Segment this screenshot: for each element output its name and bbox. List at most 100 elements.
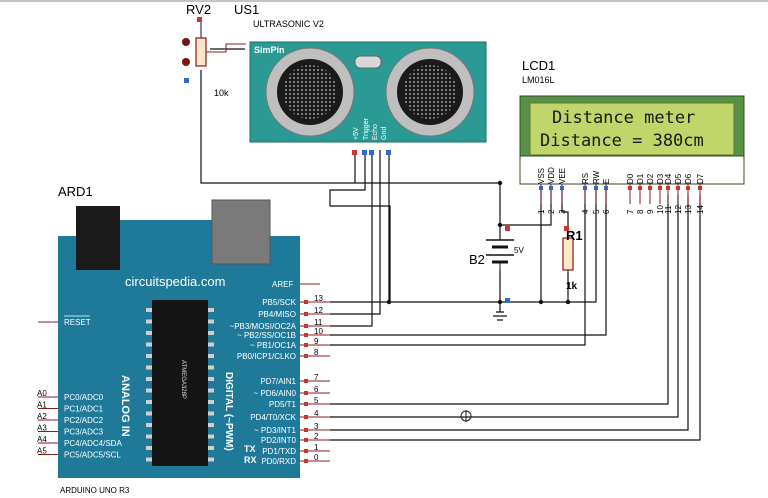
digital-pin-number: 5 xyxy=(314,396,319,405)
chip-label: ATMEGA328P xyxy=(180,360,186,399)
analog-pin-name: PC3/ADC3 xyxy=(64,428,104,437)
reset-label: RESET xyxy=(64,318,91,327)
chip-leg xyxy=(146,308,152,312)
ard-ref: ARD1 xyxy=(58,184,93,199)
pin-state-marker xyxy=(304,438,308,442)
pin-state-marker xyxy=(304,391,308,395)
usb-port xyxy=(76,206,120,270)
digital-pin-name: PD4/T0/XCK xyxy=(250,413,296,422)
digital-pin-name: PD2/INT0 xyxy=(261,436,297,445)
resistor-r1[interactable]: R1 1k xyxy=(562,226,583,292)
pin-state-marker xyxy=(304,459,308,463)
chip-leg xyxy=(208,434,214,439)
battery-value: 5V xyxy=(514,246,524,255)
chip-leg xyxy=(208,377,214,381)
lcd-display[interactable]: LCD1 LM016L Distance meter Distance = 38… xyxy=(519,58,745,214)
pin-state-marker xyxy=(628,186,632,190)
lcd-pin-number: 8 xyxy=(636,209,645,214)
analog-pin-number: A5 xyxy=(37,447,47,456)
chip-leg xyxy=(208,354,214,358)
rv2-potentiometer[interactable]: RV2 10k xyxy=(182,2,246,98)
r1-ref: R1 xyxy=(566,228,583,243)
digital-pin-number: 11 xyxy=(314,318,323,327)
lcd-pin-name: D4 xyxy=(664,173,673,184)
digital-pin-name: PD0/RXD xyxy=(261,457,296,466)
battery[interactable]: B2 5V xyxy=(469,226,524,303)
analog-pin-name: PC0/ADC0 xyxy=(64,393,104,402)
lcd-pin-number: 11 xyxy=(664,205,673,214)
wires xyxy=(200,48,701,441)
chip-leg xyxy=(146,331,152,335)
lcd-pin-number: 6 xyxy=(602,209,611,214)
digital-pin-name: PB4/MISO xyxy=(258,310,296,319)
digital-pin-name: ~ PB2/SS/OC1B xyxy=(237,331,296,340)
pin-state-marker xyxy=(549,186,553,190)
lcd-pin-name: VEE xyxy=(558,168,567,184)
digital-pin-number: 8 xyxy=(314,348,319,357)
digital-pin-number: 2 xyxy=(314,432,319,441)
analog-title: ANALOG IN xyxy=(119,375,131,437)
pin-state-marker xyxy=(304,402,308,406)
digital-pin-number: 6 xyxy=(314,385,319,394)
chip-legs xyxy=(146,308,214,462)
pin-state-marker xyxy=(304,449,308,453)
pin-state-marker xyxy=(304,379,308,383)
digital-pin-number: 7 xyxy=(314,373,319,382)
chip-leg xyxy=(146,411,152,416)
chip-leg xyxy=(146,400,152,404)
pin-state-marker xyxy=(666,186,670,190)
arduino-uno[interactable]: ARD1 circuitspedia.com ATMEGA328P ANALOG… xyxy=(37,184,330,495)
lcd-pin-number: 13 xyxy=(684,205,693,214)
digital-pin-number: 12 xyxy=(314,306,323,315)
digital-pin-name: PD5/T1 xyxy=(269,400,297,409)
digital-pin-name: ~ PB1/OC1A xyxy=(250,341,297,350)
us-pin-vcc: +5V xyxy=(353,127,360,140)
ultrasonic-sensor[interactable]: US1 ULTRASONIC V2 SimPin +5V Trigger Ech… xyxy=(234,2,487,155)
lcd-pin-number: 1 xyxy=(537,209,546,214)
pin-state-marker xyxy=(638,186,642,190)
mcu-chip xyxy=(152,300,208,466)
pin-state-marker xyxy=(304,324,308,328)
lcd-model: LM016L xyxy=(522,75,555,85)
digital-pin-name: PB0/ICP1/CLKO xyxy=(237,352,296,361)
digital-pin-number: 13 xyxy=(314,294,323,303)
digital-pin-name: PD1/TXD xyxy=(262,447,296,456)
rx-label: RX xyxy=(244,455,257,465)
pin-state-marker xyxy=(304,300,308,304)
lcd-pin-number: 4 xyxy=(581,209,590,214)
lcd-pin-name: D5 xyxy=(674,173,683,184)
us-pin-trigger: Trigger xyxy=(363,117,370,140)
analog-pin-number: A1 xyxy=(37,401,47,410)
lcd-pin-name: D0 xyxy=(626,173,635,184)
chip-leg xyxy=(208,446,214,450)
digital-pin-number: 0 xyxy=(314,453,319,462)
pin-state-marker xyxy=(304,415,308,419)
us1-brand: SimPin xyxy=(254,45,285,55)
chip-leg xyxy=(208,400,214,404)
chip-leg xyxy=(208,319,214,324)
lcd-pin-name: D7 xyxy=(696,173,705,184)
analog-pin-number: A0 xyxy=(37,389,47,398)
pin-state-marker xyxy=(304,312,308,316)
tx-label: TX xyxy=(244,444,256,454)
chip-leg xyxy=(146,319,152,324)
us-pin-echo: Echo xyxy=(372,124,379,140)
rv2-value: 10k xyxy=(214,88,229,98)
pin-state-marker xyxy=(594,186,598,190)
chip-leg xyxy=(208,342,214,347)
chip-leg xyxy=(208,308,214,312)
power-jack xyxy=(211,199,271,265)
digital-pin-number: 10 xyxy=(314,327,323,336)
digital-pin-name: ~ PD6/AIN0 xyxy=(254,389,297,398)
lcd-pin-name: RW xyxy=(592,170,601,184)
chip-leg xyxy=(146,365,152,370)
chip-leg xyxy=(146,423,152,427)
lcd-ref: LCD1 xyxy=(522,58,555,73)
pin-state-marker xyxy=(698,186,702,190)
lcd-pin-name: D6 xyxy=(684,173,693,184)
analog-pin-name: PC5/ADC5/SCL xyxy=(64,451,121,460)
lcd-pin-name: RS xyxy=(581,173,590,184)
lcd-line-2: Distance = 380cm xyxy=(540,131,704,151)
digital-title: DIGITAL (~PWM) xyxy=(223,372,234,451)
